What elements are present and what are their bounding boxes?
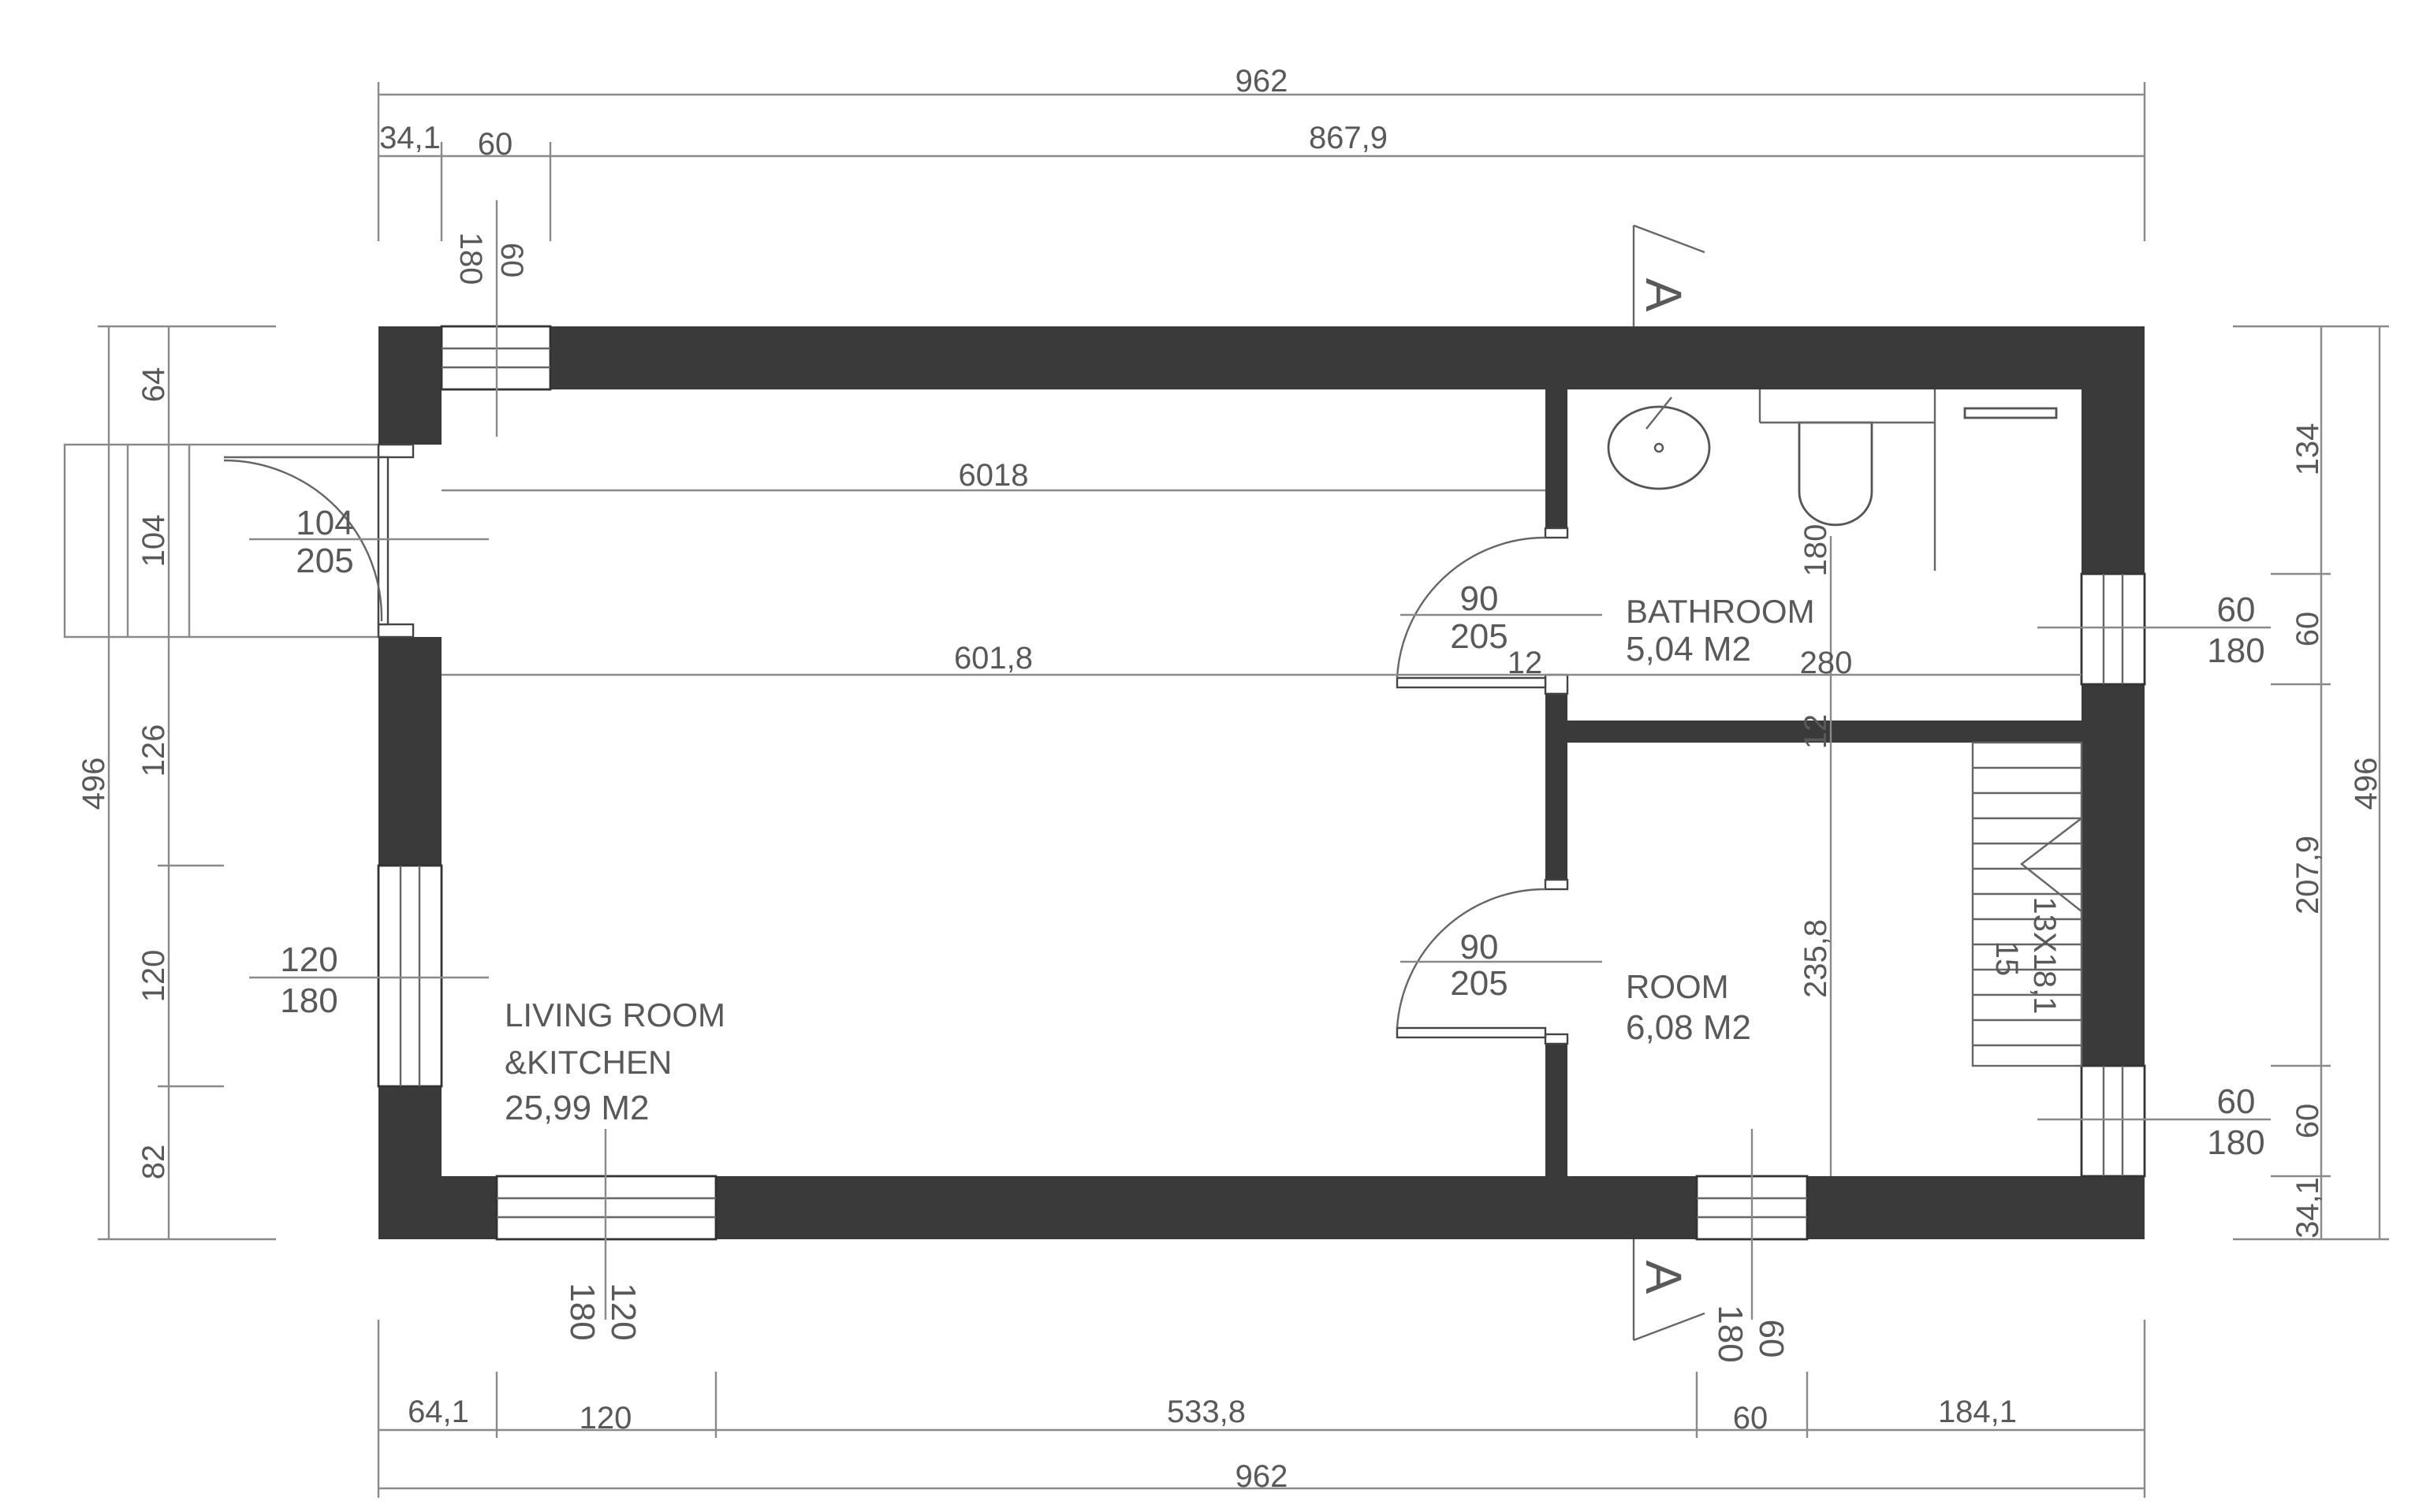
doors [223, 443, 1569, 1045]
dim-inner-280: 280 [1800, 646, 1853, 680]
dim-bottom-a: 64,1 [408, 1395, 469, 1429]
dim-top-a: 34,1 [379, 121, 441, 155]
left-window [377, 864, 443, 1088]
dim-top-c: 867,9 [1309, 121, 1388, 155]
dim-bottom-d: 60 [1733, 1401, 1768, 1436]
opening-labels: 60 180 104 205 90 205 90 205 120 180 120… [280, 233, 2264, 1363]
dim-right-d: 60 [2290, 1104, 2325, 1139]
stairs-label-b: 15 [1989, 941, 2024, 977]
section-markers: A A [1635, 278, 1692, 1294]
dim-right-c: 207,9 [2290, 836, 2325, 914]
dim-left-total: 496 [76, 758, 111, 810]
dimension-labels: 962 34,1 60 867,9 64,1 120 533,8 60 184,… [76, 64, 2383, 1494]
bottom-window-1-height: 180 [563, 1283, 602, 1340]
dim-right-b: 60 [2290, 612, 2325, 647]
living-room-name-2: &KITCHEN [505, 1044, 672, 1081]
towel-rail-icon [1963, 407, 2058, 419]
right-window-1 [2080, 572, 2146, 686]
dim-left-d: 120 [136, 950, 171, 1003]
front-door-width: 104 [296, 504, 353, 542]
section-marker-bottom: A [1635, 1261, 1692, 1294]
bathroom-fixtures [1607, 389, 2058, 571]
right-window-2-width: 60 [2217, 1082, 2256, 1121]
front-door-height: 205 [296, 542, 353, 580]
stairs-label-a: 13X18,1 [2027, 896, 2062, 1014]
dim-inner-12b: 12 [1798, 714, 1833, 750]
right-window-2 [2080, 1064, 2146, 1178]
dim-right-total: 496 [2349, 758, 2383, 810]
bottom-window-1-width: 120 [604, 1283, 643, 1340]
dim-left-c: 126 [136, 724, 171, 777]
dim-bottom-b: 120 [580, 1401, 632, 1436]
bath-door-height: 205 [1450, 617, 1508, 656]
room-labels: LIVING ROOM &KITCHEN 25,99 M2 BATHROOM 5… [505, 593, 1815, 1127]
dim-bottom-total: 962 [1235, 1459, 1288, 1494]
bottom-window-2-height: 180 [1711, 1305, 1750, 1362]
left-window-width: 120 [280, 940, 337, 979]
bath-door-width: 90 [1460, 579, 1499, 618]
dim-bottom-e: 184,1 [1938, 1395, 2017, 1429]
front-door [223, 443, 415, 639]
dim-right-a: 134 [2290, 423, 2325, 476]
right-window-1-height: 180 [2207, 631, 2264, 670]
dim-inner-6018b: 601,8 [954, 641, 1033, 676]
living-room-area: 25,99 M2 [505, 1089, 649, 1127]
bathroom-name: BATHROOM [1626, 593, 1815, 630]
room-door [1396, 878, 1569, 1045]
dim-top-total: 962 [1235, 64, 1288, 99]
living-room-name-1: LIVING ROOM [505, 996, 725, 1033]
interior-dimension-lines [249, 200, 2271, 1342]
left-window-height: 180 [280, 981, 337, 1020]
right-window-2-height: 180 [2207, 1123, 2264, 1162]
room-area: 6,08 M2 [1626, 1008, 1751, 1047]
dim-inner-12a: 12 [1508, 646, 1543, 680]
dim-inner-180: 180 [1798, 524, 1833, 577]
room-door-height: 205 [1450, 964, 1508, 1003]
dim-bottom-c: 533,8 [1167, 1395, 1246, 1429]
dim-inner-6018: 6018 [959, 458, 1029, 493]
top-window-width: 60 [494, 243, 529, 278]
sink-icon [1607, 405, 1711, 490]
dim-right-e: 34,1 [2290, 1177, 2325, 1238]
bottom-window-2-width: 60 [1752, 1320, 1791, 1358]
room-name: ROOM [1626, 968, 1729, 1005]
dim-top-b: 60 [478, 127, 513, 162]
dim-inner-2358: 235,8 [1798, 919, 1833, 998]
section-marker-top: A [1635, 278, 1692, 312]
toilet-icon [1798, 421, 1873, 527]
right-window-1-width: 60 [2217, 590, 2256, 629]
dim-left-b: 104 [136, 515, 171, 568]
walls [378, 326, 2145, 1239]
dimension-lines [98, 82, 2389, 1498]
stairs [1971, 741, 2083, 1067]
top-window-height: 180 [453, 233, 488, 285]
dim-left-a: 64 [136, 367, 171, 403]
bathroom-area: 5,04 M2 [1626, 630, 1751, 668]
dim-left-e: 82 [136, 1145, 171, 1180]
bathroom-door [1396, 527, 1569, 695]
room-door-width: 90 [1460, 928, 1499, 966]
